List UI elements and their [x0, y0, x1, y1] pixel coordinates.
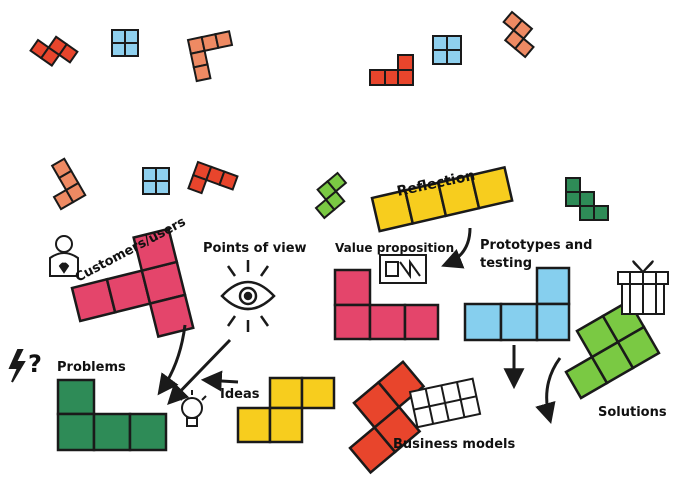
- ideas-piece: [236, 376, 336, 444]
- floating-piece-blue-square-3: [142, 167, 170, 195]
- arrows: [157, 227, 562, 425]
- floating-piece-orange-top: [186, 30, 234, 83]
- canvas-sketch-icon: [408, 377, 482, 429]
- label-business-models: Business models: [393, 437, 515, 452]
- floating-piece-red-top-left: [29, 35, 79, 67]
- floating-piece-orange-left: [50, 157, 87, 211]
- reflection-piece: [370, 165, 514, 233]
- floating-piece-orange-top-right: [502, 10, 535, 59]
- question-icon: ?: [28, 350, 42, 378]
- label-problems: Problems: [57, 360, 126, 375]
- label-solutions: Solutions: [598, 405, 667, 420]
- floating-piece-red-middle: [187, 160, 239, 195]
- user-icon: [49, 235, 79, 277]
- customers-piece: [70, 227, 195, 339]
- arrow-pov-to-problems: [167, 338, 232, 406]
- lightbulb-icon: [177, 390, 207, 427]
- solutions-piece: [564, 299, 661, 400]
- label-value-proposition: Value proposition: [335, 241, 454, 255]
- label-ideas: Ideas: [220, 387, 260, 402]
- business-models-piece: [348, 360, 426, 475]
- gift-icon: [617, 260, 669, 315]
- problems-piece: [56, 378, 168, 452]
- floating-piece-green-right: [565, 177, 609, 221]
- floating-piece-red-top-center: [369, 54, 414, 86]
- arrow-to-solutions: [535, 357, 562, 425]
- label-points-of-view: Points of view: [203, 241, 307, 256]
- label-prototypes: Prototypes and: [480, 238, 592, 253]
- prototype-sketch-icon: [379, 254, 427, 284]
- floating-piece-blue-square-2: [432, 35, 462, 65]
- arrow-ideas-to-problems: [200, 370, 239, 392]
- arrow-reflection-to-prototypes: [441, 227, 472, 269]
- prototypes-piece: [463, 266, 571, 342]
- label-prototypes-line2: testing: [480, 256, 532, 271]
- lightning-icon: [8, 349, 26, 383]
- eye-icon: [220, 260, 276, 332]
- value-proposition-piece: [333, 268, 440, 341]
- floating-piece-green-left: [314, 171, 348, 220]
- arrow-customers-to-problems: [157, 324, 187, 396]
- floating-piece-blue-square-1: [111, 29, 139, 57]
- svg-text:?: ?: [28, 350, 42, 378]
